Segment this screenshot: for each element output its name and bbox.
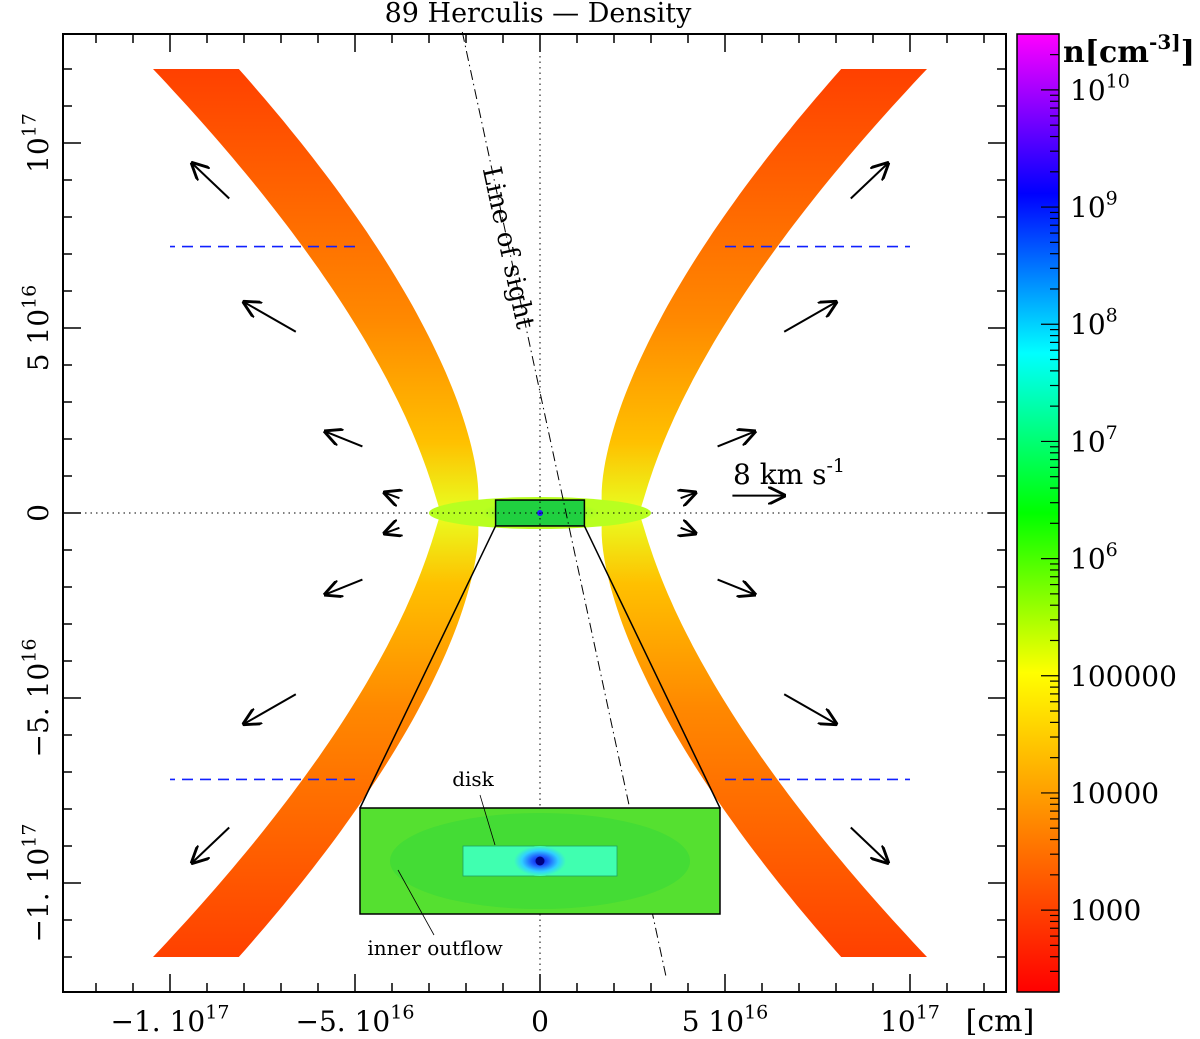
colorbar-tick-label: 100000 <box>1070 660 1177 693</box>
zoom-connector-left <box>359 525 497 809</box>
colorbar-gradient <box>1016 33 1060 993</box>
velocity-arrow <box>385 493 400 499</box>
inset-pointer-outflow <box>397 869 435 936</box>
bipolar-shell <box>153 69 927 957</box>
inset-annotation-outflow: inner outflow <box>367 936 502 960</box>
shell-right <box>601 69 927 957</box>
velocity-arrow <box>325 578 363 595</box>
velocity-arrow <box>717 432 755 448</box>
velocity-arrow <box>717 578 755 595</box>
velocity-arrow <box>681 528 696 534</box>
colorbar-tick-label: 107 <box>1070 422 1118 459</box>
inset-core-center <box>535 856 545 866</box>
axis-labels: −1. 1017 −5. 1016 0 5 1016 1017 −1. 1017 −5. 1… <box>18 113 1034 1039</box>
velocity-arrows: 8 km s-1 <box>192 163 888 862</box>
y-tick-label: −1. 1017 <box>18 824 55 943</box>
velocity-arrow <box>850 826 888 863</box>
velocity-arrow <box>850 163 888 200</box>
zoom-inset: disk inner outflow <box>359 525 721 960</box>
colorbar-tick-label: 1000 <box>1070 894 1141 927</box>
x-tick-label: −5. 1016 <box>296 1001 415 1038</box>
line-of-sight-label: Line of sight <box>476 164 540 332</box>
x-tick-label: 5 1016 <box>682 1001 769 1038</box>
velocity-arrow <box>783 302 836 333</box>
y-tick-label: 0 <box>22 504 55 522</box>
colorbar-tick-label: 108 <box>1070 305 1118 342</box>
x-tick-label: 1017 <box>880 1001 940 1038</box>
velocity-arrow <box>244 693 297 724</box>
colorbar-tick-label: 1010 <box>1070 70 1130 107</box>
axis-ticks <box>63 34 1006 992</box>
velocity-arrow <box>192 826 230 863</box>
velocity-arrow <box>244 302 297 333</box>
inset-pointer-disk <box>479 794 496 846</box>
velocity-arrow <box>192 163 230 200</box>
zoom-box <box>494 499 586 527</box>
colorbar-tick-label: 10000 <box>1070 777 1159 810</box>
y-tick-label: 1017 <box>18 113 55 173</box>
velocity-arrow <box>325 432 363 448</box>
inset-annotation-disk: disk <box>452 767 494 791</box>
shell-left <box>153 69 479 957</box>
velocity-arrow <box>783 693 836 724</box>
x-tick-label: 0 <box>531 1005 549 1038</box>
x-tick-label: −1. 1017 <box>111 1001 230 1038</box>
velocity-arrow <box>385 528 400 534</box>
y-tick-label: 5 1016 <box>18 285 55 372</box>
velocity-arrow <box>681 493 696 499</box>
colorbar-label: n[cm-3]] <box>1063 30 1195 70</box>
colorbar-tick-label: 109 <box>1070 187 1118 224</box>
y-tick-label: −5. 1016 <box>18 639 55 758</box>
x-unit-label: [cm] <box>966 1004 1035 1039</box>
chart-title: 89 Herculis — Density <box>385 0 693 29</box>
velocity-scale-label: 8 km s-1 <box>733 455 845 491</box>
zoom-connector-right <box>583 525 721 809</box>
colorbar-tick-label: 106 <box>1070 539 1118 576</box>
